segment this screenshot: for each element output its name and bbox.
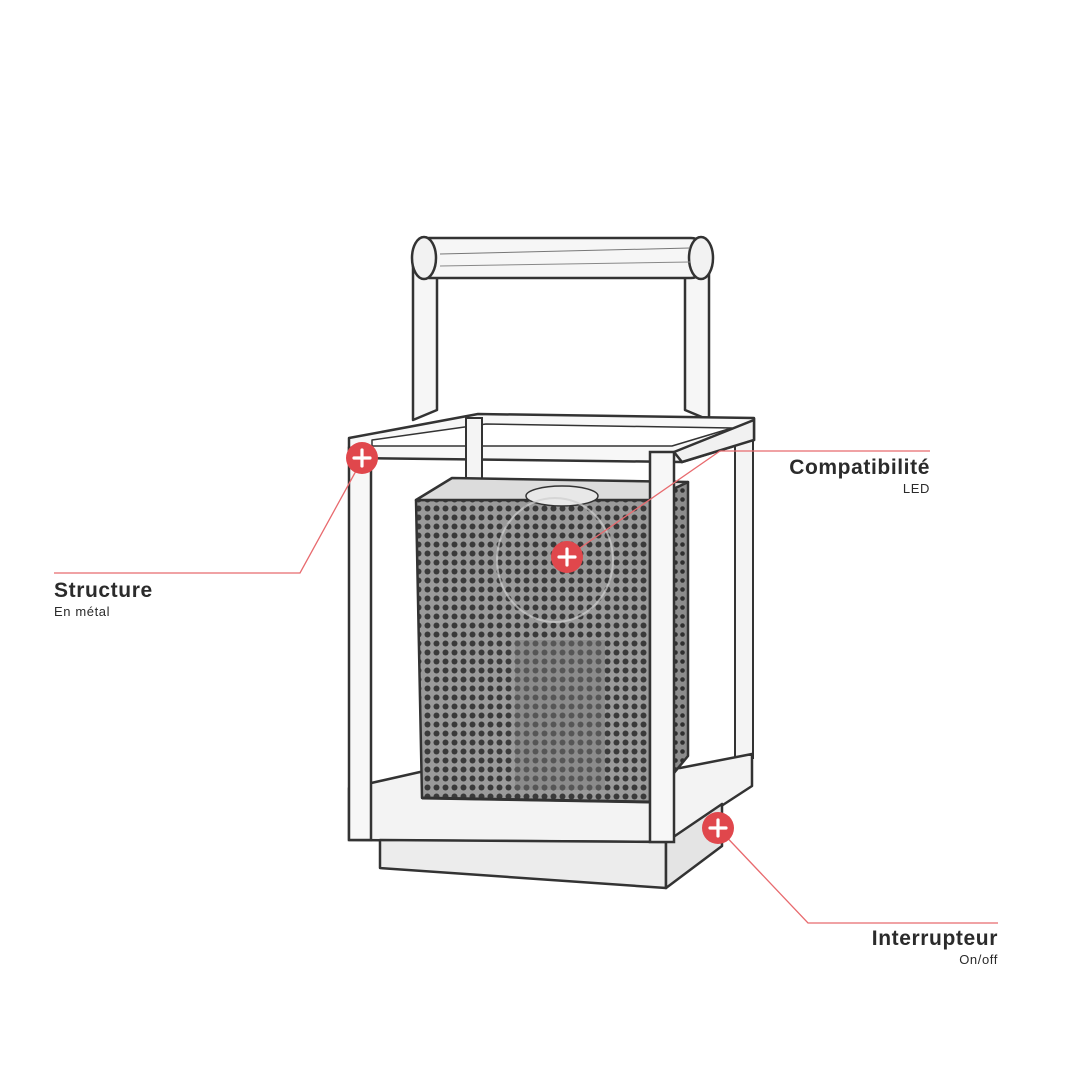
hotspot-compatibilite[interactable] [551,541,583,573]
callout-title: Interrupteur [871,927,998,950]
hotspot-structure[interactable] [346,442,378,474]
leader-line-interrupteur [717,827,998,924]
callout-compatibilite: Compatibilité LED [789,456,930,498]
callout-title: Compatibilité [789,456,930,479]
hotspot-interrupteur[interactable] [702,812,734,844]
callout-subtitle: LED [902,481,930,496]
callout-subtitle: On/off [959,952,998,967]
callout-subtitle: En métal [54,604,111,619]
plus-icon [708,818,728,838]
leader-line-structure [54,459,363,574]
callout-title: Structure [54,579,153,602]
callout-lines [54,450,998,924]
perforated-shade [414,476,690,804]
plus-icon [352,448,372,468]
plus-icon [557,547,577,567]
handle [410,235,715,422]
callout-structure: Structure En métal [54,579,153,621]
callout-interrupteur: Interrupteur On/off [872,927,998,969]
leader-line-compatibilite [566,450,930,558]
front-posts [347,418,756,844]
